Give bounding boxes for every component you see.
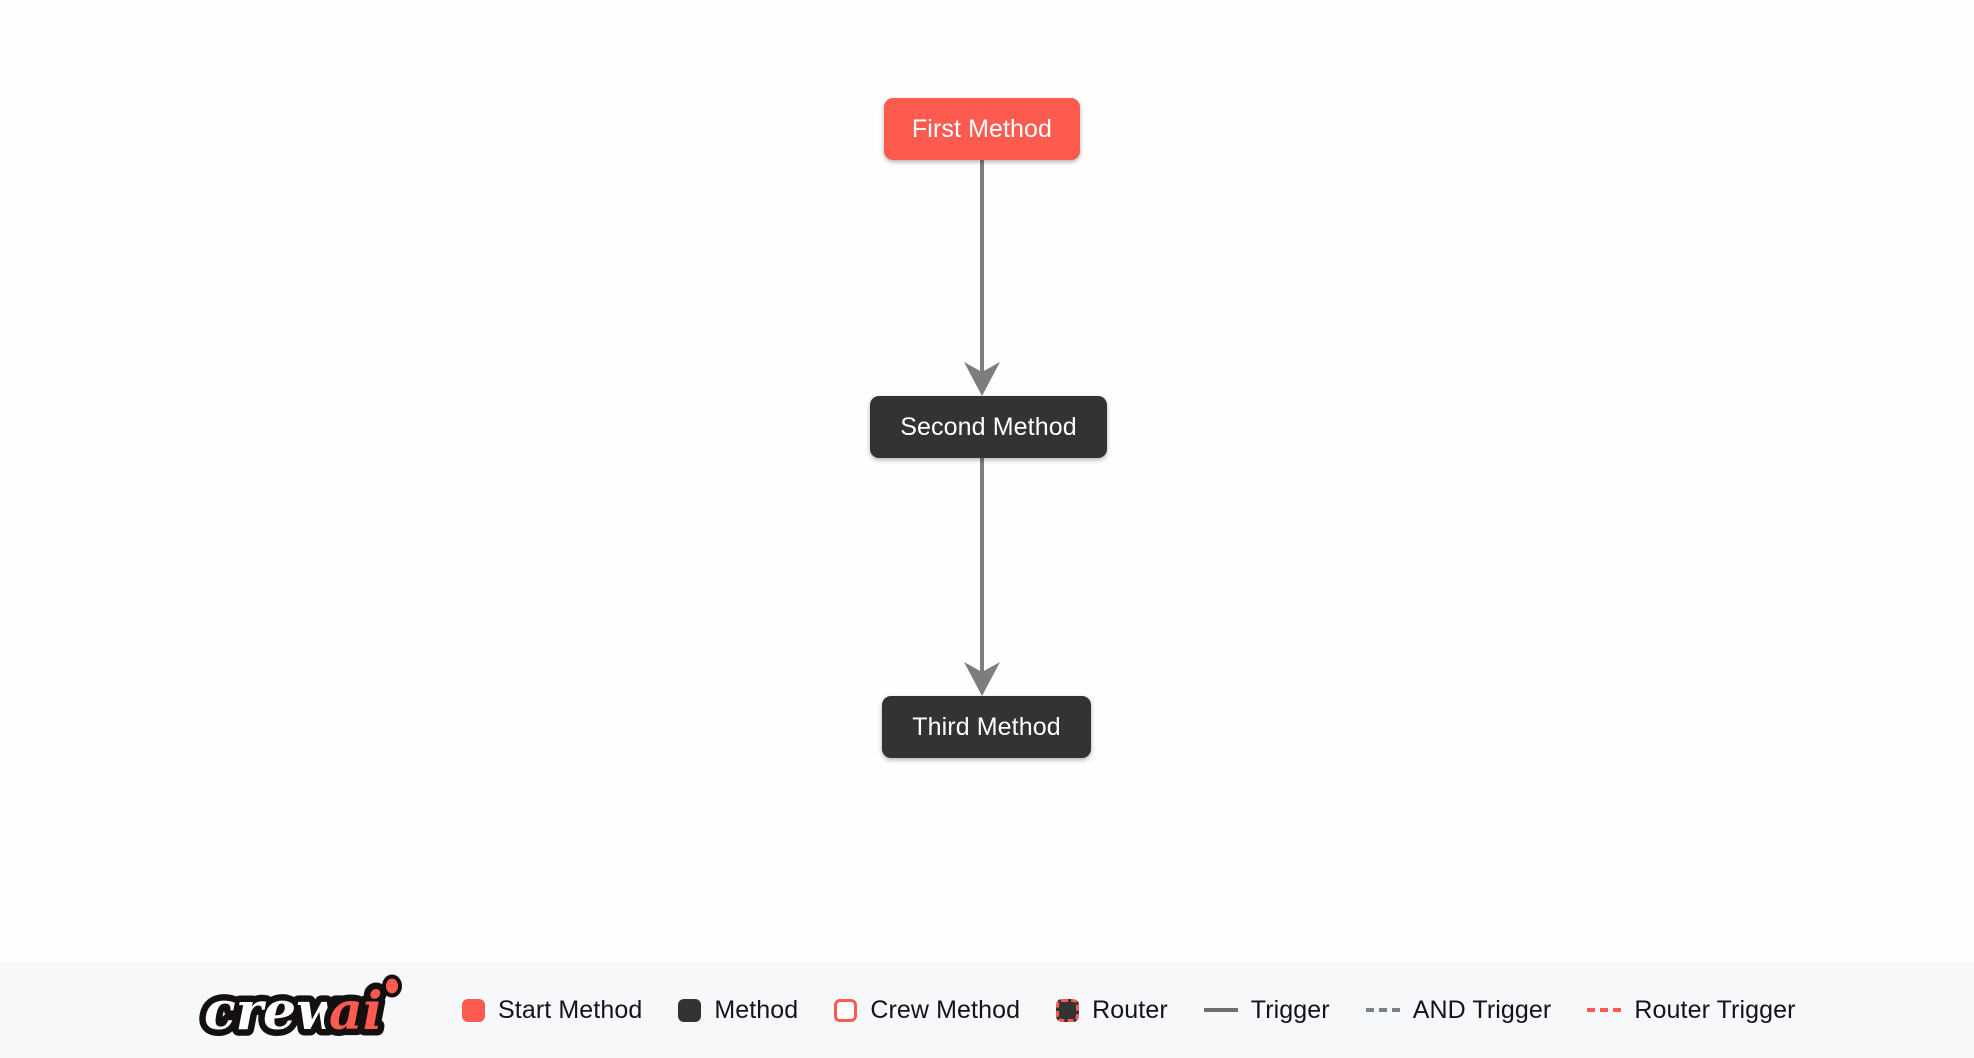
legend-label: Trigger bbox=[1250, 995, 1330, 1024]
flow-node-label: Second Method bbox=[900, 412, 1077, 441]
start-method-swatch-icon bbox=[462, 998, 485, 1022]
legend-item-router: Router bbox=[1056, 996, 1168, 1025]
crew-method-swatch-icon bbox=[834, 998, 858, 1022]
and-trigger-line-icon bbox=[1365, 1008, 1400, 1012]
svg-text:ai: ai bbox=[329, 981, 382, 1042]
flow-node-label: First Method bbox=[911, 114, 1053, 143]
crewai-logo: crew crew ai ai bbox=[198, 974, 402, 1047]
legend-item-method: Method bbox=[678, 996, 798, 1025]
flow-canvas[interactable]: First Method Second Method Third Method bbox=[0, 0, 1974, 962]
svg-text:crew: crew bbox=[204, 981, 343, 1042]
edge-second-to-third bbox=[964, 458, 1000, 696]
trigger-line-icon bbox=[1203, 1008, 1238, 1012]
legend-item-and-trigger: AND Trigger bbox=[1365, 995, 1552, 1025]
flow-node-label: Third Method bbox=[912, 712, 1061, 741]
legend-label: Start Method bbox=[498, 995, 643, 1024]
svg-text:crew: crew bbox=[204, 981, 343, 1042]
legend-item-start-method: Start Method bbox=[462, 996, 642, 1025]
legend-label: Crew Method bbox=[870, 995, 1021, 1024]
legend-bar: crew crew ai ai Start Method Method Crew… bbox=[0, 962, 1974, 1058]
legend-item-trigger: Trigger bbox=[1203, 995, 1330, 1025]
method-swatch-icon bbox=[678, 998, 702, 1022]
flow-node-third-method[interactable]: Third Method bbox=[882, 696, 1091, 758]
legend-label: Method bbox=[714, 995, 799, 1024]
router-trigger-line-icon bbox=[1587, 1008, 1622, 1012]
router-swatch-icon bbox=[1056, 998, 1080, 1022]
edge-first-to-second bbox=[964, 160, 1000, 396]
legend-item-crew-method: Crew Method bbox=[834, 996, 1020, 1025]
svg-text:ai: ai bbox=[329, 981, 382, 1042]
legend-label: AND Trigger bbox=[1412, 995, 1552, 1024]
legend-label: Router bbox=[1092, 995, 1168, 1024]
flow-node-first-method[interactable]: First Method bbox=[884, 98, 1080, 160]
legend-label: Router Trigger bbox=[1634, 995, 1796, 1024]
legend-item-router-trigger: Router Trigger bbox=[1587, 996, 1795, 1025]
flow-node-second-method[interactable]: Second Method bbox=[870, 396, 1107, 458]
